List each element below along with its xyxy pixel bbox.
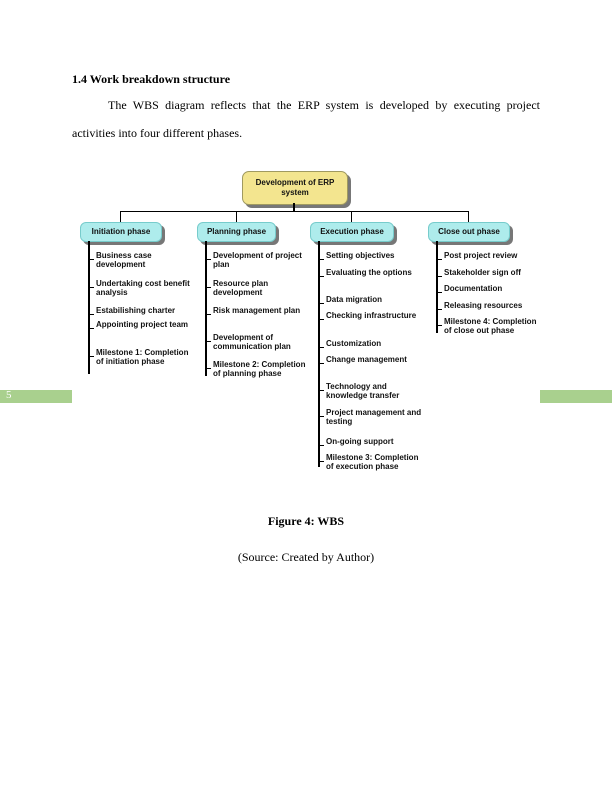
item-tick	[436, 292, 442, 293]
wbs-task-item: Milestone 2: Completion of planning phas…	[213, 360, 306, 378]
wbs-task-item: Checking infrastructure	[326, 311, 417, 320]
item-tick	[88, 314, 94, 315]
item-tick	[88, 328, 94, 329]
phase-node-planning-phase: Planning phase	[197, 222, 276, 242]
wbs-task-item: Milestone 3: Completion of execution pha…	[326, 453, 419, 471]
wbs-task-item: Estabilishing charter	[96, 306, 176, 315]
wbs-task-item: Risk management plan	[213, 306, 301, 315]
wbs-task-item: Technology and knowledge transfer	[326, 382, 400, 400]
page-number-bar-left	[0, 390, 72, 403]
wbs-task-item: Post project review	[444, 251, 518, 260]
phase-spine	[88, 241, 90, 374]
phase-node-close-out-phase: Close out phase	[428, 222, 510, 242]
item-tick	[88, 287, 94, 288]
item-tick	[436, 325, 442, 326]
wbs-root-node: Development of ERP system	[242, 171, 348, 205]
wbs-task-item: Customization	[326, 339, 382, 348]
item-tick	[436, 309, 442, 310]
wbs-task-item: Appointing project team	[96, 320, 188, 329]
phase-bus-line	[120, 211, 469, 212]
wbs-task-item: Milestone 1: Completion of initiation ph…	[96, 348, 189, 366]
item-tick	[205, 341, 211, 342]
wbs-task-item: Undertaking cost benefit analysis	[96, 279, 190, 297]
item-tick	[318, 276, 324, 277]
item-tick	[205, 314, 211, 315]
phase-node-initiation-phase: Initiation phase	[80, 222, 162, 242]
item-tick	[318, 259, 324, 260]
wbs-task-item: On-going support	[326, 437, 394, 446]
wbs-task-item: Business case development	[96, 251, 152, 269]
wbs-task-item: Releasing resources	[444, 301, 523, 310]
page-number-bar-right	[540, 390, 612, 403]
wbs-task-item: Development of communication plan	[213, 333, 291, 351]
wbs-task-item: Change management	[326, 355, 407, 364]
item-tick	[318, 445, 324, 446]
item-tick	[318, 363, 324, 364]
wbs-task-item: Documentation	[444, 284, 503, 293]
item-tick	[318, 347, 324, 348]
item-tick	[318, 416, 324, 417]
wbs-task-item: Resource plan development	[213, 279, 269, 297]
wbs-task-item: Evaluating the options	[326, 268, 412, 277]
wbs-task-item: Setting objectives	[326, 251, 395, 260]
item-tick	[205, 368, 211, 369]
body-paragraph: The WBS diagram reflects that the ERP sy…	[72, 98, 540, 140]
item-tick	[318, 319, 324, 320]
item-tick	[205, 287, 211, 288]
item-tick	[205, 259, 211, 260]
phase-spine	[436, 241, 438, 333]
phase-connector	[120, 211, 121, 222]
phase-spine	[318, 241, 320, 467]
figure-source: (Source: Created by Author)	[237, 550, 375, 564]
phase-node-execution-phase: Execution phase	[310, 222, 394, 242]
wbs-task-item: Development of project plan	[213, 251, 302, 269]
wbs-task-item: Project management and testing	[326, 408, 422, 426]
item-tick	[88, 259, 94, 260]
phase-connector	[351, 211, 352, 222]
item-tick	[436, 259, 442, 260]
item-tick	[88, 356, 94, 357]
wbs-task-item: Milestone 4: Completion of close out pha…	[444, 317, 537, 335]
wbs-task-item: Data migration	[326, 295, 383, 304]
item-tick	[318, 390, 324, 391]
phase-connector	[236, 211, 237, 222]
root-connector	[293, 203, 295, 212]
phase-connector	[468, 211, 469, 222]
item-tick	[318, 303, 324, 304]
item-tick	[436, 276, 442, 277]
section-heading: 1.4 Work breakdown structure	[72, 72, 231, 86]
figure-caption: Figure 4: WBS	[267, 514, 345, 528]
wbs-task-item: Stakeholder sign off	[444, 268, 521, 277]
item-tick	[318, 461, 324, 462]
phase-spine	[205, 241, 207, 376]
page-number: 5	[6, 389, 12, 401]
